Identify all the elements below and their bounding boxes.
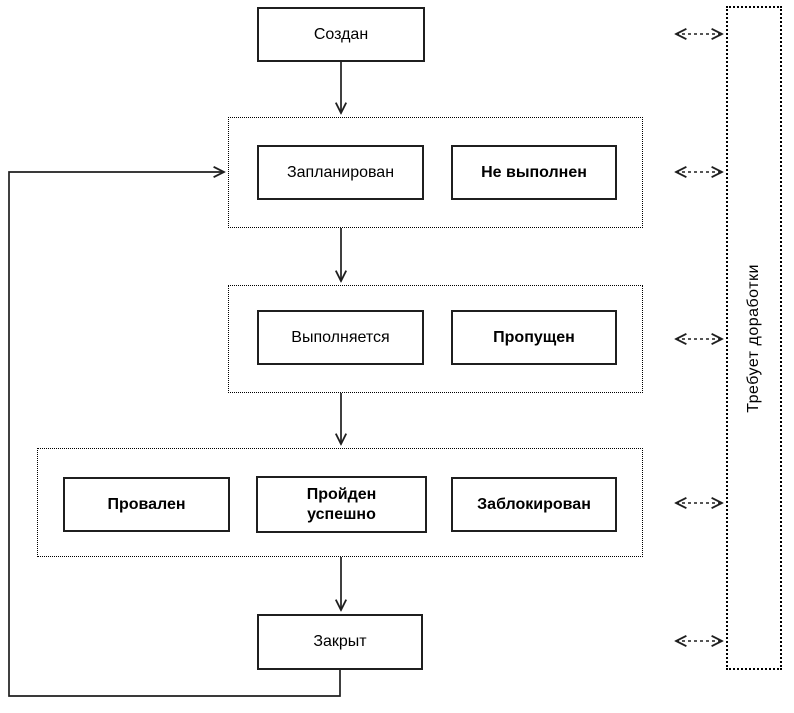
node-in-progress-label: Выполняется [291, 328, 390, 346]
rework-panel-label: Требует доработки [745, 263, 762, 413]
node-not-executed: Не выполнен [451, 145, 617, 200]
node-passed: Пройден успешно [256, 476, 427, 533]
node-blocked: Заблокирован [451, 477, 617, 532]
node-planned-label: Запланирован [286, 163, 395, 181]
node-created-label: Создан [313, 25, 369, 43]
node-passed-label-line1: Пройден [306, 485, 377, 503]
node-closed-label: Закрыт [313, 633, 367, 650]
node-blocked-label: Заблокирован [477, 495, 591, 513]
node-failed-label: Провален [107, 495, 186, 513]
node-failed: Провален [63, 477, 230, 532]
node-not-executed-label: Не выполнен [481, 163, 587, 181]
node-created: Создан [257, 7, 425, 62]
node-in-progress: Выполняется [257, 310, 424, 365]
node-planned: Запланирован [257, 145, 424, 200]
node-passed-label-line2: успешно [307, 505, 376, 523]
rework-panel: Требует доработки [726, 6, 782, 670]
node-skipped: Пропущен [451, 310, 617, 365]
node-skipped-label: Пропущен [493, 328, 575, 346]
node-closed: Закрыт [257, 614, 423, 670]
